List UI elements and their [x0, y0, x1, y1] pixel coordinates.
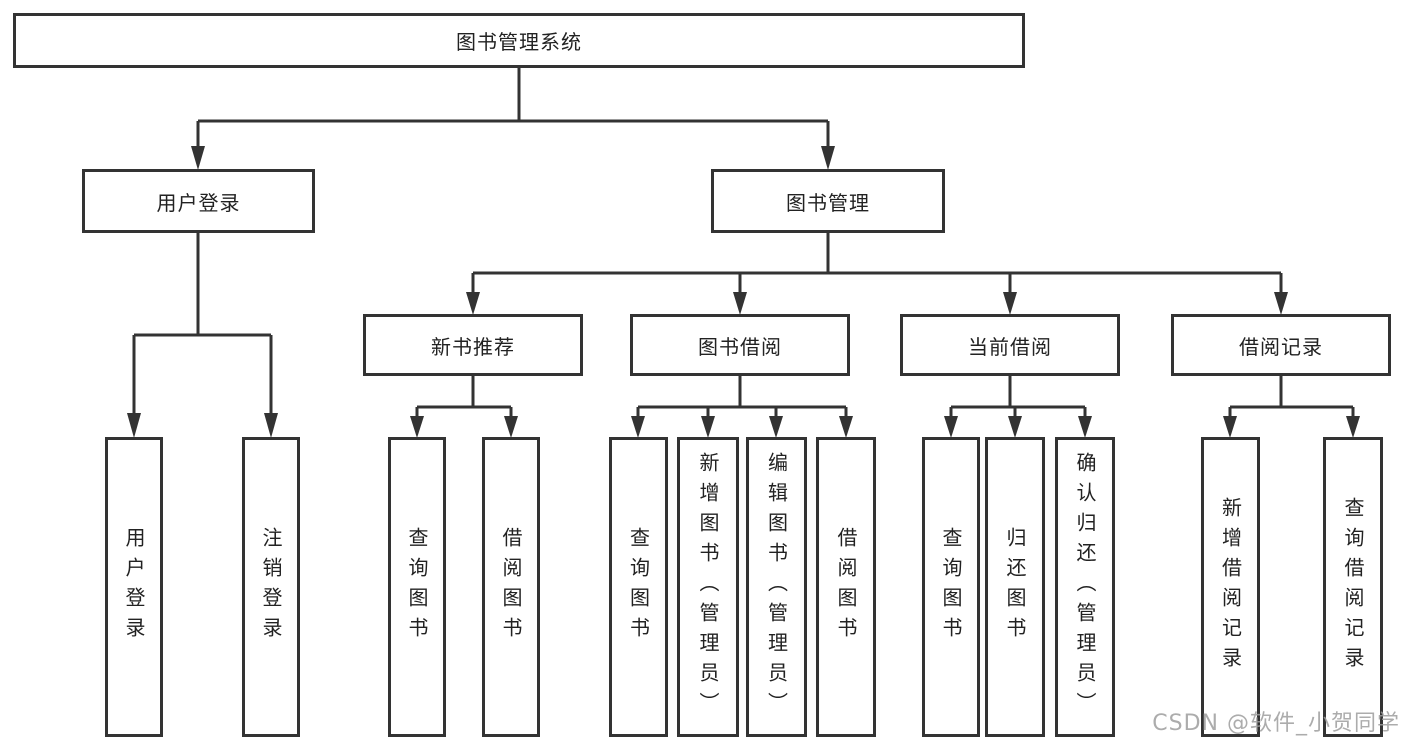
- node-library-system: 图书管理系统: [13, 13, 1025, 68]
- leaf-confirm-return-admin: 确认归还（管理员）: [1055, 437, 1115, 737]
- leaf-query-books-current: 查询图书: [922, 437, 980, 737]
- csdn-watermark: CSDN @软件_小贺同学: [1152, 711, 1400, 736]
- leaf-borrow-books-borrow: 借阅图书: [816, 437, 876, 737]
- leaf-logout-login: 注销登录: [242, 437, 300, 737]
- node-borrowing-records: 借阅记录: [1171, 314, 1391, 376]
- leaf-add-borrow-record: 新增借阅记录: [1201, 437, 1260, 737]
- leaf-add-books-admin: 新增图书（管理员）: [677, 437, 739, 737]
- leaf-query-borrow-record: 查询借阅记录: [1323, 437, 1383, 737]
- leaf-borrow-books-recommend: 借阅图书: [482, 437, 540, 737]
- leaf-user-login: 用户登录: [105, 437, 163, 737]
- leaf-edit-books-admin: 编辑图书（管理员）: [746, 437, 807, 737]
- node-current-borrowing: 当前借阅: [900, 314, 1120, 376]
- node-book-borrowing: 图书借阅: [630, 314, 850, 376]
- leaf-query-books-borrow: 查询图书: [609, 437, 668, 737]
- leaf-return-books: 归还图书: [985, 437, 1045, 737]
- leaf-query-books-recommend: 查询图书: [388, 437, 446, 737]
- node-user-login: 用户登录: [82, 169, 315, 233]
- node-book-management: 图书管理: [711, 169, 945, 233]
- node-new-book-recommendation: 新书推荐: [363, 314, 583, 376]
